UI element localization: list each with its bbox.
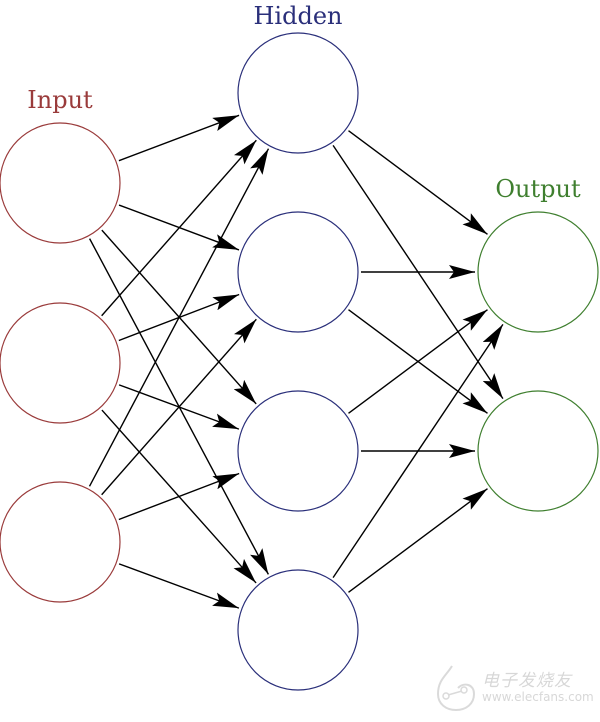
layer-label-input: Input (27, 86, 93, 114)
edge-input-2-to-hidden-3 (118, 563, 240, 609)
edge-hidden-3-to-output-1 (348, 488, 488, 593)
edge-hidden-2-to-output-0 (348, 309, 488, 414)
elecfans-logo-icon (436, 665, 476, 712)
edge-input-2-to-hidden-0 (88, 148, 270, 487)
edge-input-2-to-hidden-1 (101, 318, 257, 496)
edges-group (88, 114, 504, 609)
edge-input-2-to-hidden-2 (118, 472, 240, 521)
watermark-url: www.elecfans.com (482, 690, 594, 704)
node-input-0 (0, 122, 121, 244)
node-hidden-0 (237, 32, 359, 154)
edge-hidden-3-to-output-0 (332, 323, 504, 579)
layer-label-output: Output (495, 175, 581, 203)
node-hidden-3 (237, 569, 359, 691)
node-input-1 (0, 302, 121, 424)
edge-hidden-0-to-output-0 (348, 130, 488, 235)
layer-label-hidden: Hidden (254, 2, 343, 30)
node-output-1 (477, 390, 599, 512)
node-output-0 (477, 211, 599, 333)
node-hidden-1 (237, 211, 359, 333)
edge-input-1-to-hidden-0 (101, 139, 257, 317)
watermark-name: 电子发烧友 (482, 671, 572, 691)
edge-input-0-to-hidden-0 (118, 114, 240, 162)
labels-group: Input Hidden Output (27, 2, 581, 203)
watermark: 电子发烧友 www.elecfans.com (432, 662, 594, 714)
node-input-2 (0, 481, 121, 603)
node-hidden-2 (237, 390, 359, 512)
nodes-group (0, 32, 599, 691)
